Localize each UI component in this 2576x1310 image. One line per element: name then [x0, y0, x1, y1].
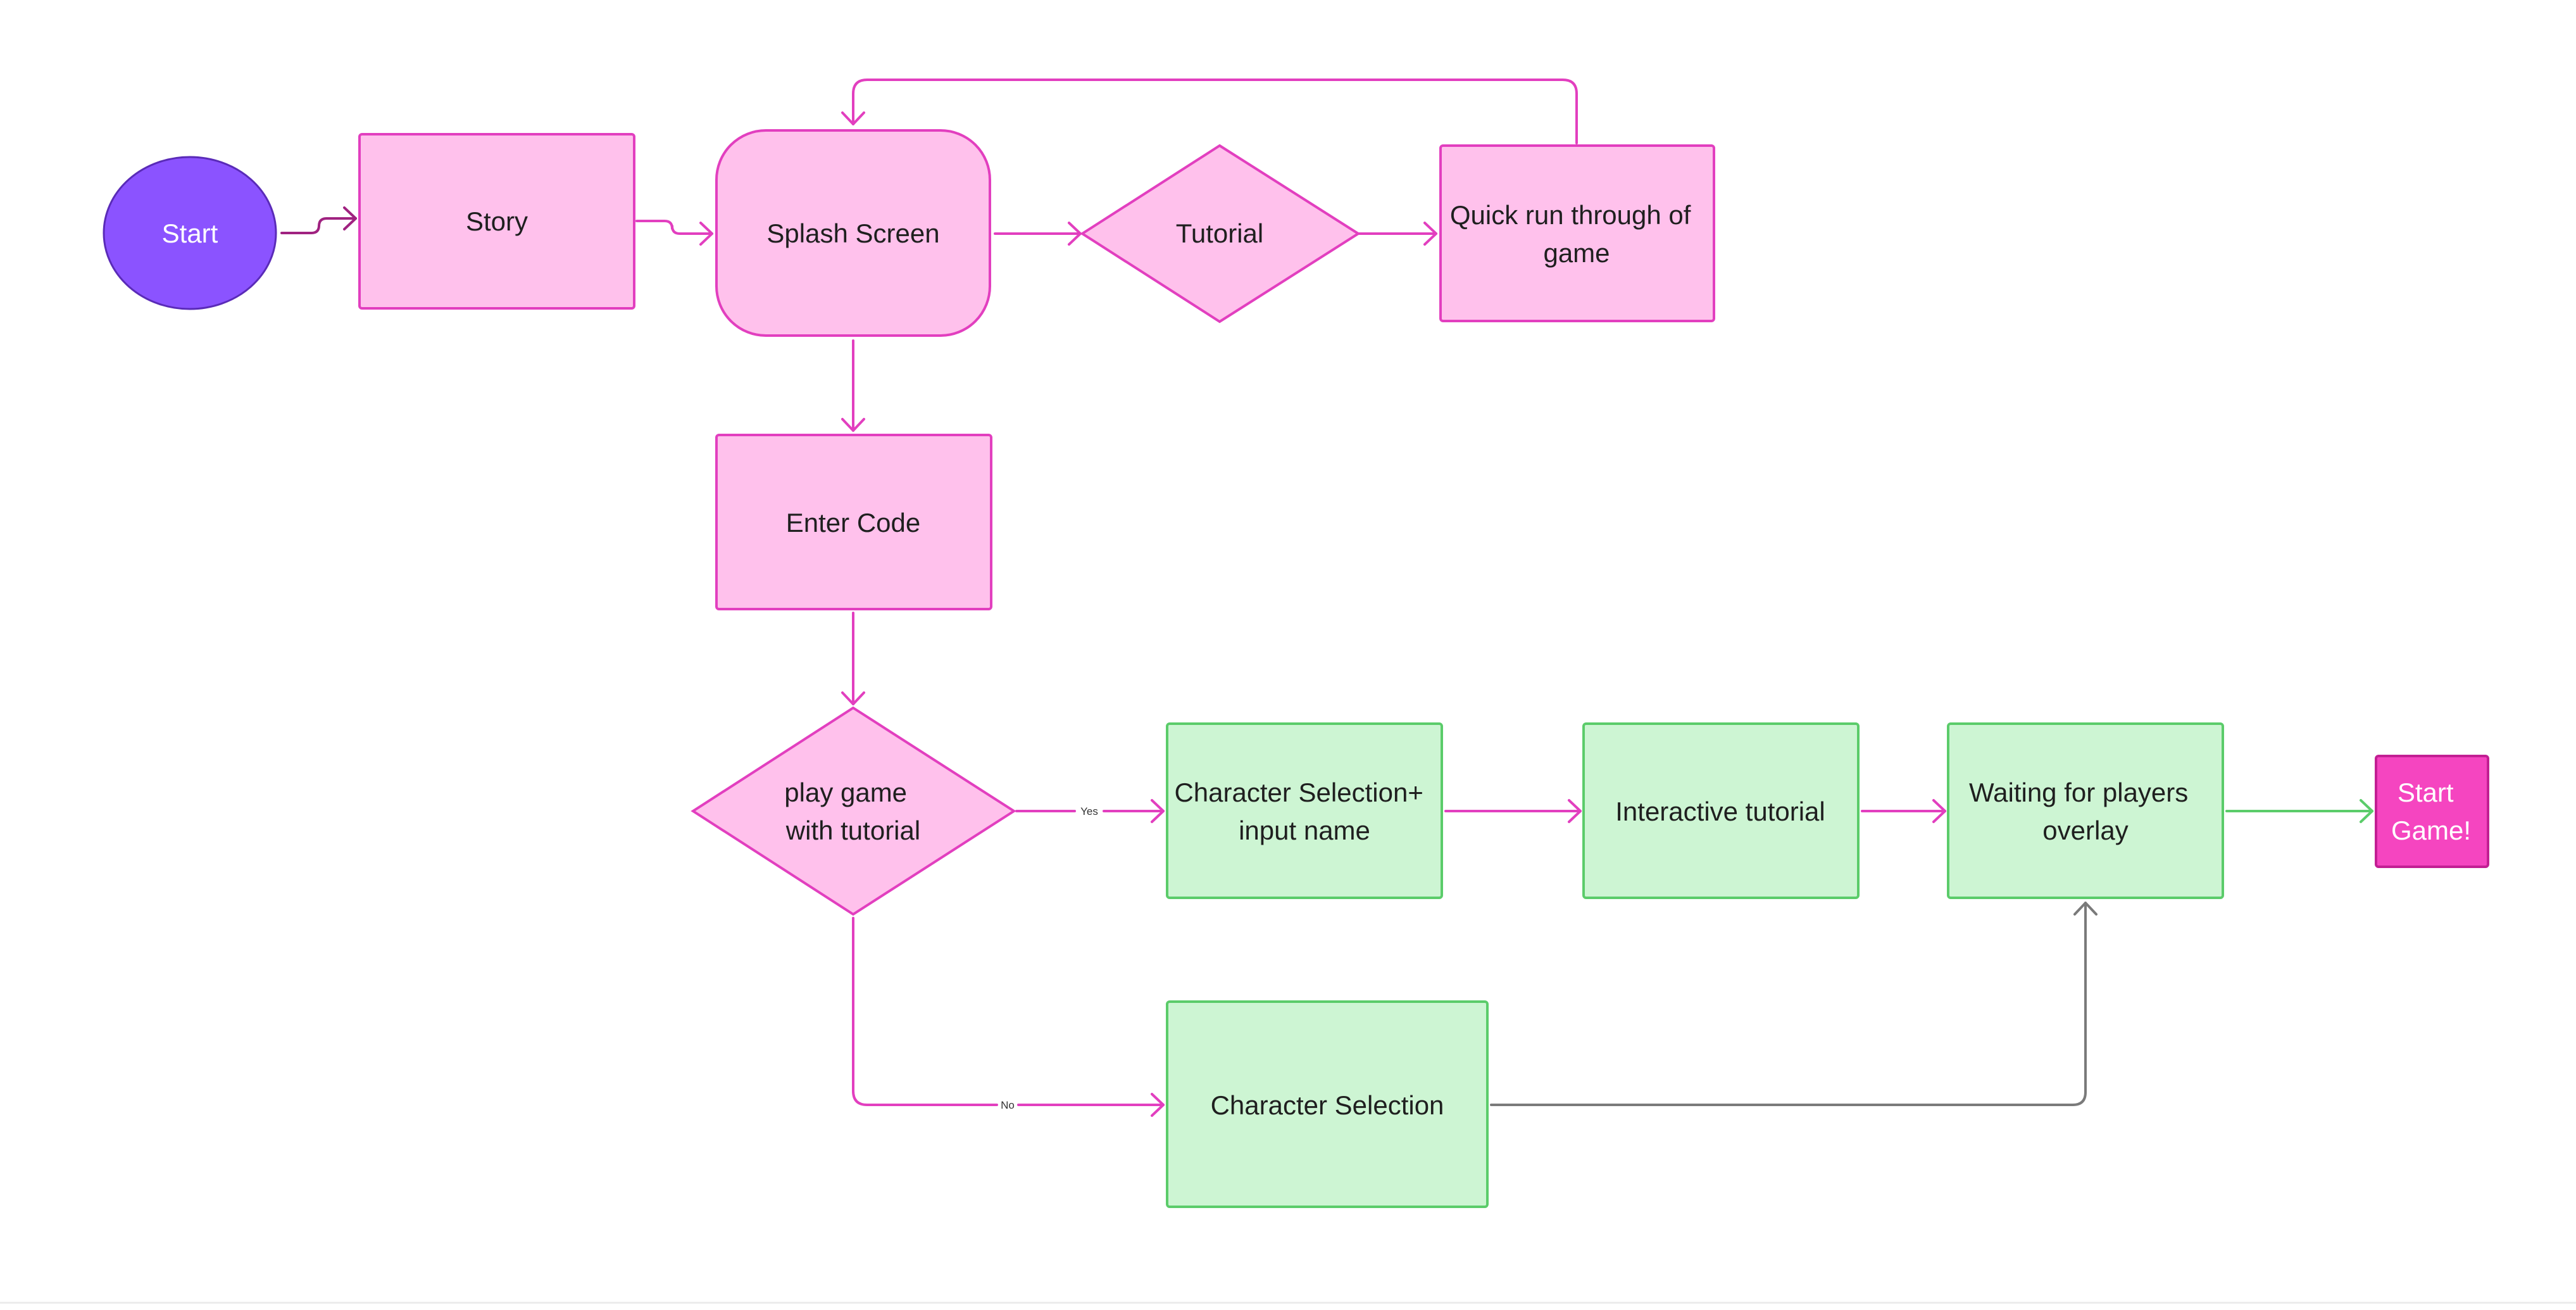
start-game-label: Start Game!	[2391, 778, 2471, 845]
splash-screen-label: Splash Screen	[766, 218, 939, 248]
interactive-tutorial-box	[1582, 722, 1860, 899]
enter-code-label: Enter Code	[786, 508, 920, 538]
tutorial-label: Tutorial	[1176, 218, 1264, 248]
play-game-label-line-2: with tutorial	[785, 816, 920, 845]
story-node: Story	[358, 133, 635, 310]
waiting-label-line-1: Waiting for players	[1969, 778, 2188, 807]
waiting-box	[1947, 722, 2224, 899]
start-game-label-line-1: Start	[2398, 778, 2454, 807]
start-node: Start	[103, 156, 277, 310]
edge-charselect-to-waiting	[1490, 902, 2098, 1106]
start-label: Start	[162, 218, 218, 248]
char-select-input-label: Character Selection+ input name	[1174, 778, 1430, 845]
tutorial-node: Tutorial	[1080, 144, 1361, 324]
edge-interactive-to-waiting	[1861, 799, 1946, 823]
tutorial-diamond	[1080, 144, 1361, 324]
play-game-label-line-1: play game	[784, 778, 907, 807]
char-select-node: Character Selection	[1166, 1000, 1489, 1208]
play-game-label: play game with tutorial	[784, 778, 920, 845]
edge-story-to-splash	[635, 220, 713, 246]
enter-code-box	[715, 434, 992, 610]
edge-start-to-story	[280, 206, 357, 234]
quick-run-node: Quick run through of game	[1439, 144, 1715, 322]
play-game-diamond	[691, 706, 1016, 916]
quick-run-label-line-2: game	[1543, 238, 1610, 268]
edge-playgame-to-charselect-input	[1015, 799, 1165, 823]
edge-waiting-to-startgame	[2225, 799, 2373, 823]
edge-label-yes: Yes	[1080, 805, 1098, 817]
waiting-node: Waiting for players overlay	[1947, 722, 2224, 899]
char-select-input-box	[1166, 722, 1443, 899]
story-label: Story	[466, 206, 528, 236]
edge-splash-to-tutorial	[994, 222, 1082, 246]
waiting-label-line-2: overlay	[2042, 816, 2128, 845]
interactive-tutorial-label: Interactive tutorial	[1615, 797, 1825, 826]
edge-quickrun-to-splash	[841, 79, 1578, 144]
quick-run-label-line-1: Quick run through of	[1450, 200, 1691, 230]
story-box	[358, 133, 635, 310]
start-ellipse	[103, 156, 277, 310]
edge-entercode-to-playgame	[841, 612, 865, 705]
quick-run-box	[1439, 144, 1715, 322]
start-game-label-line-2: Game!	[2391, 816, 2471, 845]
char-select-label: Character Selection	[1211, 1090, 1444, 1120]
splash-screen-node: Splash Screen	[715, 129, 991, 337]
char-select-box	[1166, 1000, 1489, 1208]
edge-playgame-to-charselect	[852, 917, 1165, 1117]
char-select-input-node: Character Selection+ input name	[1166, 722, 1443, 899]
start-game-node: Start Game!	[2375, 755, 2489, 868]
quick-run-label: Quick run through of game	[1450, 200, 1698, 268]
play-game-node: play game with tutorial	[691, 706, 1016, 916]
bottom-divider	[0, 1302, 2576, 1304]
enter-code-node: Enter Code	[715, 434, 992, 610]
edge-splash-to-entercode	[841, 339, 865, 432]
start-game-box	[2375, 755, 2489, 868]
edge-label-no: No	[1001, 1099, 1015, 1111]
char-select-input-label-line-1: Character Selection+	[1174, 778, 1423, 807]
edge-charselect-input-to-interactive	[1444, 799, 1582, 823]
interactive-tutorial-node: Interactive tutorial	[1582, 722, 1860, 899]
splash-screen-box	[715, 129, 991, 337]
char-select-input-label-line-2: input name	[1239, 816, 1370, 845]
waiting-label: Waiting for players overlay	[1969, 778, 2196, 845]
edge-tutorial-to-quickrun	[1357, 222, 1437, 246]
